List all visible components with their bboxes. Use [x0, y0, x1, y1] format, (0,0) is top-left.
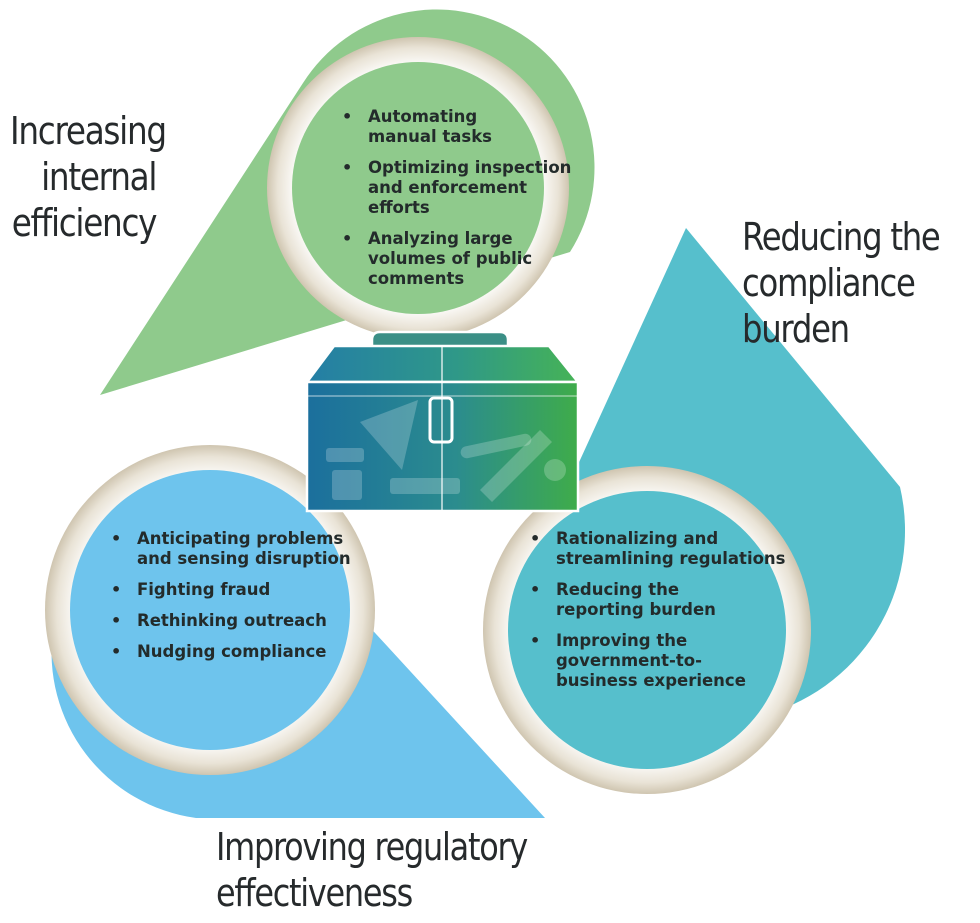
- list-item: Rationalizing and streamlining regulatio…: [526, 529, 786, 569]
- item-line: streamlining regulations: [556, 549, 786, 568]
- list-item: Fighting fraud: [107, 580, 351, 600]
- heading-line: Improving regulatory: [216, 825, 528, 869]
- item-line: Analyzing large: [368, 229, 513, 248]
- heading-line: compliance: [742, 261, 916, 305]
- list-item: Reducing the reporting burden: [526, 580, 786, 620]
- item-line: manual tasks: [368, 127, 492, 146]
- item-line: and sensing disruption: [137, 549, 351, 568]
- list-regulatory-effectiveness: Anticipating problems and sensing disrup…: [107, 529, 351, 673]
- item-line: Reducing the: [556, 580, 680, 599]
- item-line: government-to-: [556, 651, 702, 670]
- item-line: volumes of public: [368, 249, 533, 268]
- list-compliance-burden: Rationalizing and streamlining regulatio…: [526, 529, 786, 702]
- list-internal-efficiency: Automating manual tasks Optimizing inspe…: [338, 107, 571, 300]
- list-item: Optimizing inspection and enforcement ef…: [338, 158, 571, 218]
- item-line: Optimizing inspection: [368, 158, 572, 177]
- item-line: Improving the: [556, 631, 688, 650]
- heading-line: effectiveness: [216, 871, 413, 915]
- item-line: comments: [368, 269, 465, 288]
- heading-line: efficiency: [11, 201, 158, 245]
- item-line: Rethinking outreach: [137, 611, 327, 630]
- item-line: Anticipating problems: [137, 529, 344, 548]
- item-line: efforts: [368, 198, 430, 217]
- item-line: reporting burden: [556, 600, 716, 619]
- item-line: Fighting fraud: [137, 580, 271, 599]
- heading-line: Increasing: [10, 109, 167, 153]
- item-line: and enforcement: [368, 178, 528, 197]
- item-line: Rationalizing and: [556, 529, 719, 548]
- list-item: Improving the government-to- business ex…: [526, 631, 786, 691]
- heading-line: Reducing the: [742, 215, 941, 259]
- heading-reducing-compliance-burden: Reducing the compliance burden: [742, 214, 941, 352]
- item-line: Automating: [368, 107, 478, 126]
- heading-line: burden: [742, 307, 850, 351]
- list-item: Automating manual tasks: [338, 107, 571, 147]
- heading-increasing-internal-efficiency: Increasing internal efficiency: [10, 108, 167, 246]
- list-item: Analyzing large volumes of public commen…: [338, 229, 571, 289]
- list-item: Anticipating problems and sensing disrup…: [107, 529, 351, 569]
- heading-line: internal: [41, 155, 157, 199]
- heading-improving-regulatory-effectiveness: Improving regulatory effectiveness: [216, 824, 528, 916]
- list-item: Rethinking outreach: [107, 611, 351, 631]
- item-line: Nudging compliance: [137, 642, 327, 661]
- item-line: business experience: [556, 671, 746, 690]
- toolbox-icon: [304, 330, 581, 513]
- list-item: Nudging compliance: [107, 642, 351, 662]
